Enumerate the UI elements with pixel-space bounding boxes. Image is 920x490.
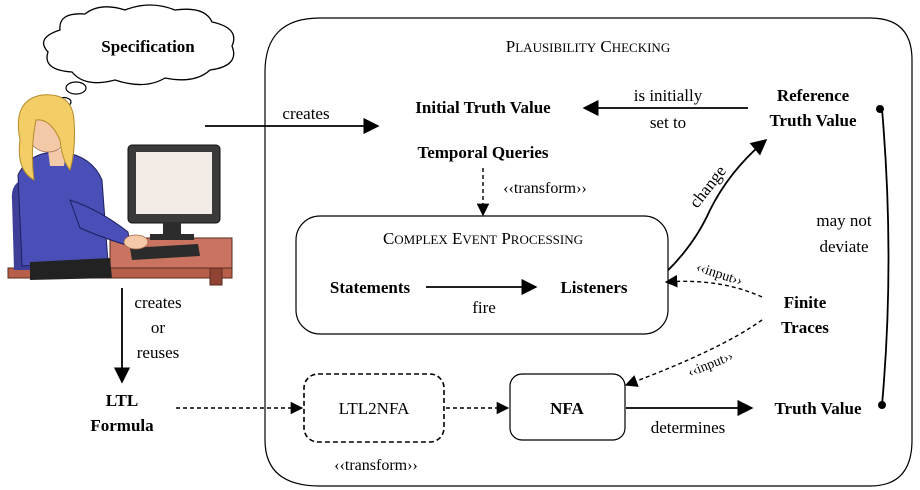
cep-title: COMPLEX EVENT PROCESSING [383,229,583,248]
label-finite: Finite [784,293,827,312]
label-set-to: set to [650,113,686,132]
connector-may-not-deviate [881,108,890,406]
arrow-input-nfa [624,319,763,387]
arrow-input-listeners [664,274,763,298]
nfa-box [509,373,626,441]
label-truth-value: Truth Value [774,399,862,418]
label-input-bottom: ‹‹input›› [686,349,736,381]
label-ltl: LTL [106,391,138,410]
label-reuses: reuses [137,343,179,362]
label-determines: determines [651,418,726,437]
label-transform-bottom: ‹‹transform›› [334,457,418,474]
user-at-computer-illustration [7,94,233,286]
label-may-not: may not [816,211,872,230]
label-transform-top: ‹‹transform›› [503,180,587,197]
label-statements: Statements [330,278,411,297]
connector-dot-top [876,105,884,113]
label-traces: Traces [781,318,829,337]
label-deviate: deviate [819,237,868,256]
ltl2nfa-box [303,373,445,443]
label-is-initially: is initially [634,86,703,105]
plausibility-container [264,17,913,487]
label-creates-top: creates [282,104,329,123]
label-nfa: NFA [550,399,584,418]
label-creates: creates [134,293,181,312]
plausibility-title: PLAUSIBILITY CHECKING [506,37,670,56]
label-listeners: Listeners [560,278,627,297]
specification-label: Specification [101,37,195,56]
label-temporal-queries: Temporal Queries [417,143,548,162]
label-reference-truth-value: Truth Value [769,111,857,130]
label-fire: fire [472,298,496,317]
label-ltl2nfa: LTL2NFA [339,399,411,418]
label-formula: Formula [90,416,154,435]
specification-cloud [42,4,235,117]
label-initial-truth-value: Initial Truth Value [415,98,551,117]
arrow-change [645,138,768,291]
label-reference: Reference [777,86,850,105]
label-or: or [151,318,166,337]
connector-dot-bottom [878,401,886,409]
